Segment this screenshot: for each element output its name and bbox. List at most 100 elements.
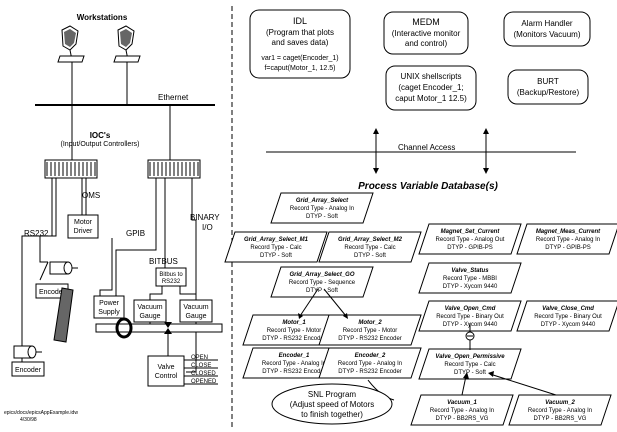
unix-scripts-box [385,65,477,111]
pv-record-detail: DTYP - Soft [306,214,338,220]
pv-record-name: Encoder_2 [355,353,386,359]
rs232-label: RS232 [24,229,49,238]
gpib-label: GPIB [126,229,145,238]
unix-line3: caput Motor_1 12.5) [395,94,467,103]
valve-control-box [147,355,185,387]
snl-title: SNL Program [308,390,357,399]
pv-record-detail: DTYP - Soft [354,253,386,259]
pv-record-name: Valve_Status [451,268,489,274]
pv-record-detail: Record Type - Sequence [289,280,356,286]
pv-record-name: Valve_Open_Permissive [435,354,505,360]
snl-line3: to finish together) [301,410,363,419]
pv-record-name: Motor_2 [358,320,382,326]
vacuum-gauge-1-line1: Vacuum [137,304,162,311]
pv-record-name: Vacuum_1 [447,400,477,406]
pv-record-name: Vacuum_2 [545,400,575,406]
iocs-subtitle: (Input/Output Controllers) [61,141,140,148]
pv-record-detail: Record Type - Analog In [528,408,592,414]
pv-record-detail: DTYP - RS232 Encoder [338,336,402,342]
pv-record-detail: DTYP - Soft [454,370,486,376]
alarm-handler-box [503,11,591,47]
pv-record-detail: Record Type - Analog In [338,361,402,367]
channel-access-label: Channel Access [398,143,455,152]
pv-record-detail: Record Type - Motor [343,328,398,334]
beam-element-icon [53,287,74,343]
bitbus-to-rs232-line1: Bitbus to [159,272,183,278]
idl-desc-line2: and saves data) [272,38,329,47]
vacuum-gauge-1-line2: Gauge [139,313,160,320]
vacuum-gauge-2-line1: Vacuum [183,304,208,311]
beam-pipe [95,317,223,339]
pv-record-detail: Record Type - Binary Out [436,314,504,320]
motor-driver-box [67,214,99,239]
pv-record-detail: DTYP - Soft [306,288,338,294]
pv-record-detail: DTYP - RS232 Encoder [262,336,326,342]
pv-record-detail: Record Type - Analog In [262,361,326,367]
unix-title: UNIX shellscripts [401,72,462,81]
pv-record-detail: DTYP - RS232 Encoder [338,369,402,375]
pv-record-name: Valve_Close_Cmd [542,306,594,312]
pv-record-detail: Record Type - Binary Out [534,314,602,320]
pv-record-detail: DTYP - Xycom 9440 [443,284,498,290]
ethernet-label: Ethernet [158,93,189,102]
medm-title: MEDM [412,17,440,27]
valve-control-line1: Valve [158,364,175,371]
motor-upper-icon [49,261,78,275]
pv-record-name: Magnet_Meas_Current [536,229,601,235]
pv-record-detail: Record Type - Analog In [536,237,600,243]
pv-record-detail: DTYP - GPIB-PS [545,245,591,251]
pv-record-name: Magnet_Set_Current [441,229,501,235]
pv-record-name: Motor_1 [282,320,306,326]
idl-title: IDL [293,16,307,26]
alarm-handler-title: Alarm Handler [521,19,572,28]
power-supply-line2: Supply [98,309,120,316]
valve-signal-close: CLOSE [191,363,211,369]
power-supply-box [93,295,125,319]
snl-line2: (Adjust speed of Motors [290,400,374,409]
medm-box [383,11,469,55]
encoder-upper-label: Encoder [39,289,66,296]
valve-signal-closed: CLOSED [191,371,216,377]
record-links [298,288,557,401]
pv-record-detail: Record Type - Analog Out [436,237,505,243]
burt-title: BURT [537,77,559,86]
pv-record-name: Grid_Array_Select_M2 [338,237,403,243]
pv-record-detail: DTYP - BB2RS_VG [534,416,587,422]
footer-path: epics/docs/epicsAppExample.idw [4,410,78,416]
pv-record-detail: DTYP - Xycom 9440 [541,322,596,328]
oms-label: OMS [82,191,100,200]
pv-record-detail: Record Type - Calc [344,245,395,251]
valve-control-line2: Control [155,373,178,380]
motor-driver-line2: Driver [74,228,93,235]
encoder-lower-box [11,361,45,377]
idl-box [249,9,351,79]
burt-box [507,69,589,105]
vacuum-gauge-2-line2: Gauge [185,313,206,320]
idl-code-line1: var1 = caget(Encoder_1) [261,55,338,62]
pv-record-name: Valve_Open_Cmd [445,306,496,312]
binary-io-label-line1: BINARY [190,213,220,222]
pv-record-name: Grid_Array_Select_M1 [244,237,309,243]
idl-desc-line1: (Program that plots [266,28,334,37]
pv-record-detail: DTYP - GPIB-PS [447,245,493,251]
valve-signal-open: OPEN [191,355,208,361]
footer-date: 4/30/98 [20,417,37,423]
bitbus-to-rs232-line2: RS232 [162,279,181,285]
pv-record-detail: DTYP - RS232 Encoder [262,369,326,375]
motor-driver-line1: Motor [74,219,93,226]
valve-signal-opened: OPENED [191,379,217,385]
pv-record-name: Grid_Array_Select [296,198,349,204]
workstations-label: Workstations [77,13,128,22]
